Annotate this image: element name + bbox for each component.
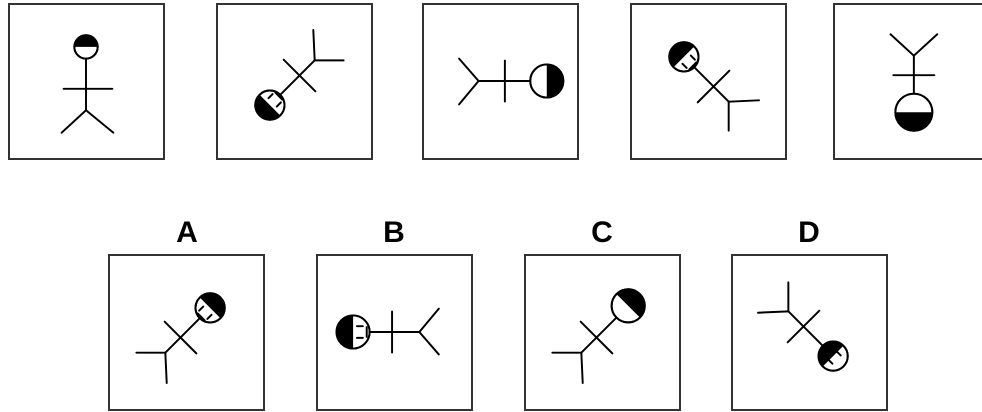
sequence-panel-4	[630, 3, 787, 160]
sequence-panel-2	[216, 3, 373, 160]
stick-figure-icon	[254, 29, 345, 121]
option-label-b: B	[383, 216, 405, 249]
stick-figure-icon	[551, 288, 646, 384]
stick-figure-icon	[458, 57, 565, 106]
sequence-panel-1	[8, 3, 165, 160]
stick-figure-icon	[335, 307, 440, 356]
option-label-c: C	[591, 216, 613, 249]
stick-figure-icon	[135, 292, 226, 384]
option-label-d: D	[798, 216, 820, 249]
option-label-a: A	[176, 216, 198, 249]
sequence-panel-3	[422, 3, 579, 160]
option-b-panel[interactable]	[316, 254, 473, 411]
stick-figure-icon	[889, 33, 939, 132]
option-d-panel[interactable]	[731, 254, 888, 411]
option-a-panel[interactable]	[108, 254, 265, 411]
stick-figure-icon	[60, 34, 115, 134]
sequence-panel-5	[833, 3, 982, 160]
stick-figure-icon	[757, 281, 849, 372]
option-c-panel[interactable]	[524, 254, 681, 411]
stick-figure-icon	[668, 41, 760, 132]
